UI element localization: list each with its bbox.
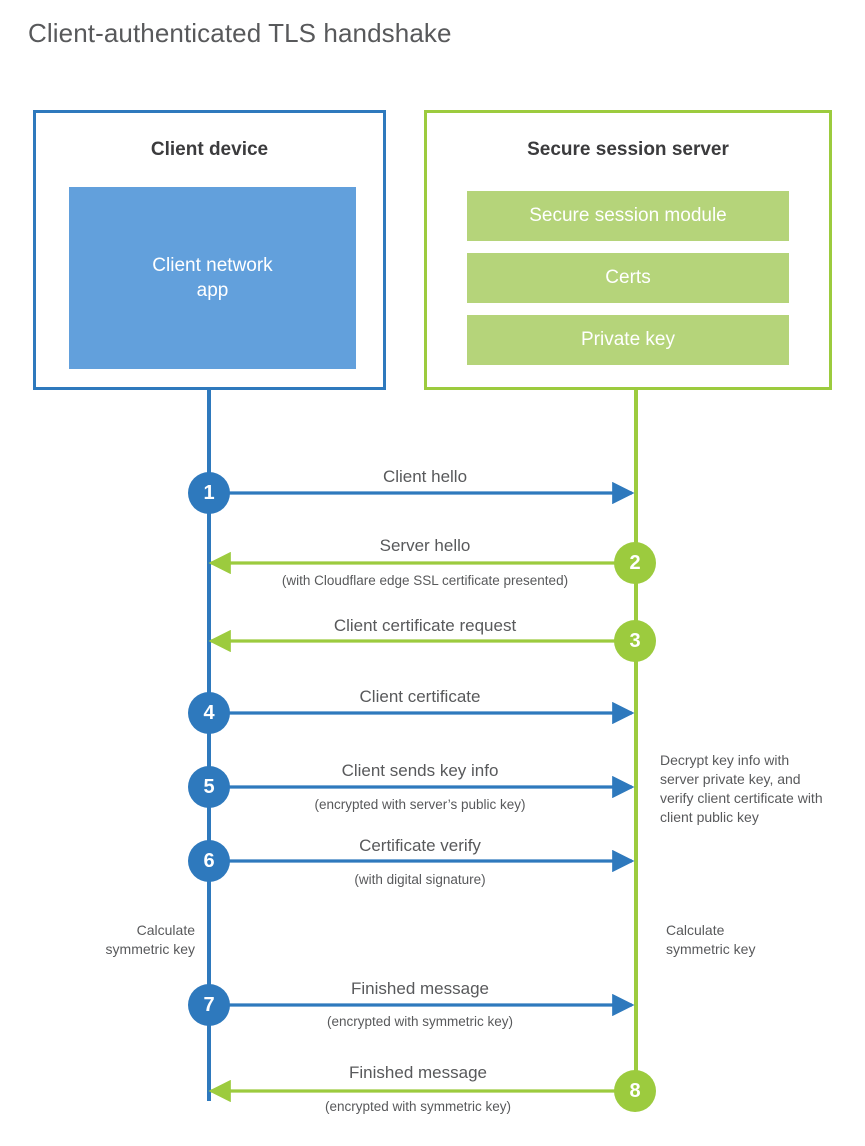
message-label-step-8: Finished message — [349, 1063, 487, 1082]
server-lifeline — [634, 389, 638, 1091]
server-component-private-key: Private key — [467, 315, 789, 365]
client-calc-line-2: symmetric key — [105, 940, 195, 957]
message-sublabel-step-2: (with Cloudflare edge SSL certificate pr… — [281, 573, 569, 588]
message-label-step-5: Client sends key info — [341, 761, 499, 780]
message-label-step-7: Finished message — [351, 979, 489, 998]
step-marker-3[interactable]: 3 — [614, 620, 656, 662]
secure-session-server-title: Secure session server — [527, 139, 729, 160]
server-component-certs: Certs — [467, 253, 789, 303]
message-sublabel-step-8: (encrypted with symmetric key) — [324, 1099, 512, 1114]
server-component-label: Certs — [605, 267, 651, 288]
step-marker-1[interactable]: 1 — [188, 472, 230, 514]
message-sublabel-step-7: (encrypted with symmetric key) — [326, 1014, 514, 1029]
step-marker-7[interactable]: 7 — [188, 984, 230, 1026]
step-marker-6[interactable]: 6 — [188, 840, 230, 882]
server-component-secure-session-module: Secure session module — [467, 191, 789, 241]
message-label-step-6: Certificate verify — [359, 836, 481, 855]
step-marker-8[interactable]: 8 — [614, 1070, 656, 1112]
message-sublabel-step-5: (encrypted with server’s public key) — [314, 797, 526, 812]
client-lifeline — [207, 389, 211, 1101]
secure-session-server-box: Secure session server Secure session mod… — [424, 110, 832, 390]
server-component-label: Secure session module — [529, 205, 727, 226]
server-decrypt-note: Decrypt key info with server private key… — [660, 752, 823, 825]
step-marker-2[interactable]: 2 — [614, 542, 656, 584]
message-label-step-1: Client hello — [382, 467, 468, 486]
message-label-step-3: Client certificate request — [333, 616, 517, 635]
step-marker-4[interactable]: 4 — [188, 692, 230, 734]
server-calc-line-1: Calculate — [666, 922, 725, 938]
message-label-step-2: Server hello — [379, 536, 471, 555]
client-calc-line-1: Calculate — [136, 922, 195, 938]
message-sublabel-step-6: (with digital signature) — [354, 872, 486, 887]
server-component-label: Private key — [581, 329, 675, 350]
client-device-title: Client device — [150, 139, 269, 160]
server-components-list: Secure session module Certs Private key — [467, 191, 789, 377]
page-title: Client-authenticated TLS handshake — [28, 18, 452, 48]
server-calculate-symmetric-key-note: Calculate symmetric key — [666, 921, 836, 959]
client-calculate-symmetric-key-note: Calculate symmetric key — [35, 921, 195, 959]
server-calc-line-2: symmetric key — [666, 940, 756, 957]
message-label-step-4: Client certificate — [359, 687, 481, 706]
step-marker-5[interactable]: 5 — [188, 766, 230, 808]
